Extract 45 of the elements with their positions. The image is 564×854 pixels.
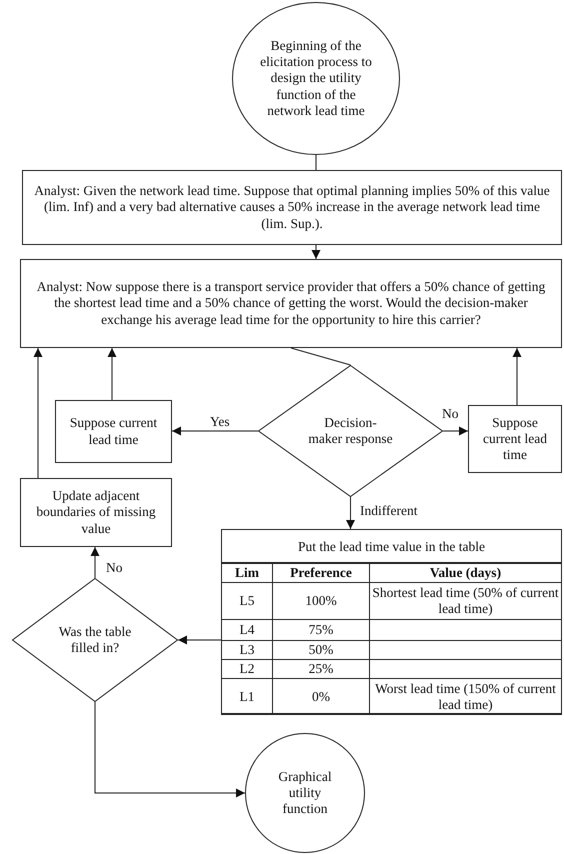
table-cell: L4	[222, 620, 272, 640]
table-cell: L1	[222, 678, 272, 714]
process-box	[20, 259, 562, 348]
node-text: Beginning of the elicitation process to design the utility function of the network lead time	[259, 38, 373, 119]
table-cell: 75%	[272, 620, 370, 640]
table-title: Put the lead time value in the table	[222, 530, 561, 563]
node-text: Decision-maker response	[307, 414, 394, 448]
arrow	[346, 496, 355, 530]
arrow	[178, 636, 222, 644]
node-text: Graphical utility function	[277, 768, 333, 818]
arrow	[172, 426, 258, 436]
node-text: Analyst: Now suppose there is a transport service provider that offers a 50% chance of getting the shortest lead time and a 50% chance of getting the worst. Would the decision-maker exchange his average lead time for the opportunity to hire this carrier?	[36, 279, 546, 328]
terminal-ellipse	[232, 2, 400, 155]
node-text: Analyst: Given the network lead time. Suppose that optimal planning implies 50% of this value (lim. Inf) and a very bad alternative causes a 50% increase in the average network lead time (lim. Sup.).	[33, 183, 551, 232]
arrow	[90, 546, 100, 578]
terminal-ellipse	[245, 733, 365, 853]
table-box	[221, 529, 562, 714]
table-header-cell: Preference	[272, 564, 370, 582]
arrow	[108, 348, 116, 400]
table-cell: Worst lead time (150% of current lead time)	[370, 678, 562, 714]
decision-diamond	[12, 578, 178, 702]
arrow	[512, 348, 522, 406]
node-text: Was the table filled in?	[58, 624, 132, 656]
decision-diamond	[258, 365, 443, 497]
table-cell: 25%	[272, 660, 370, 678]
arrow	[312, 244, 320, 260]
node-text: Update adjacent boundaries of missing value	[35, 488, 157, 537]
table-cell: L3	[222, 640, 272, 660]
arrow	[34, 348, 42, 478]
process-box	[55, 400, 172, 463]
arrow	[442, 426, 468, 436]
process-box	[20, 478, 172, 547]
table-cell: 100%	[272, 582, 370, 620]
table-cell: 50%	[272, 640, 370, 660]
node-text: Suppose current lead time	[68, 415, 158, 448]
table-cell: L5	[222, 582, 272, 620]
process-box	[468, 405, 562, 473]
table-cell: L2	[222, 660, 272, 678]
table-header-cell: Value (days)	[370, 564, 562, 582]
process-box	[22, 170, 562, 245]
arrow	[94, 702, 246, 798]
table-header-cell: Lim	[222, 564, 272, 582]
table-cell: Shortest lead time (50% of current lead time)	[370, 582, 562, 620]
node-text: Suppose current lead time	[482, 414, 548, 464]
table-cell: 0%	[272, 678, 370, 714]
